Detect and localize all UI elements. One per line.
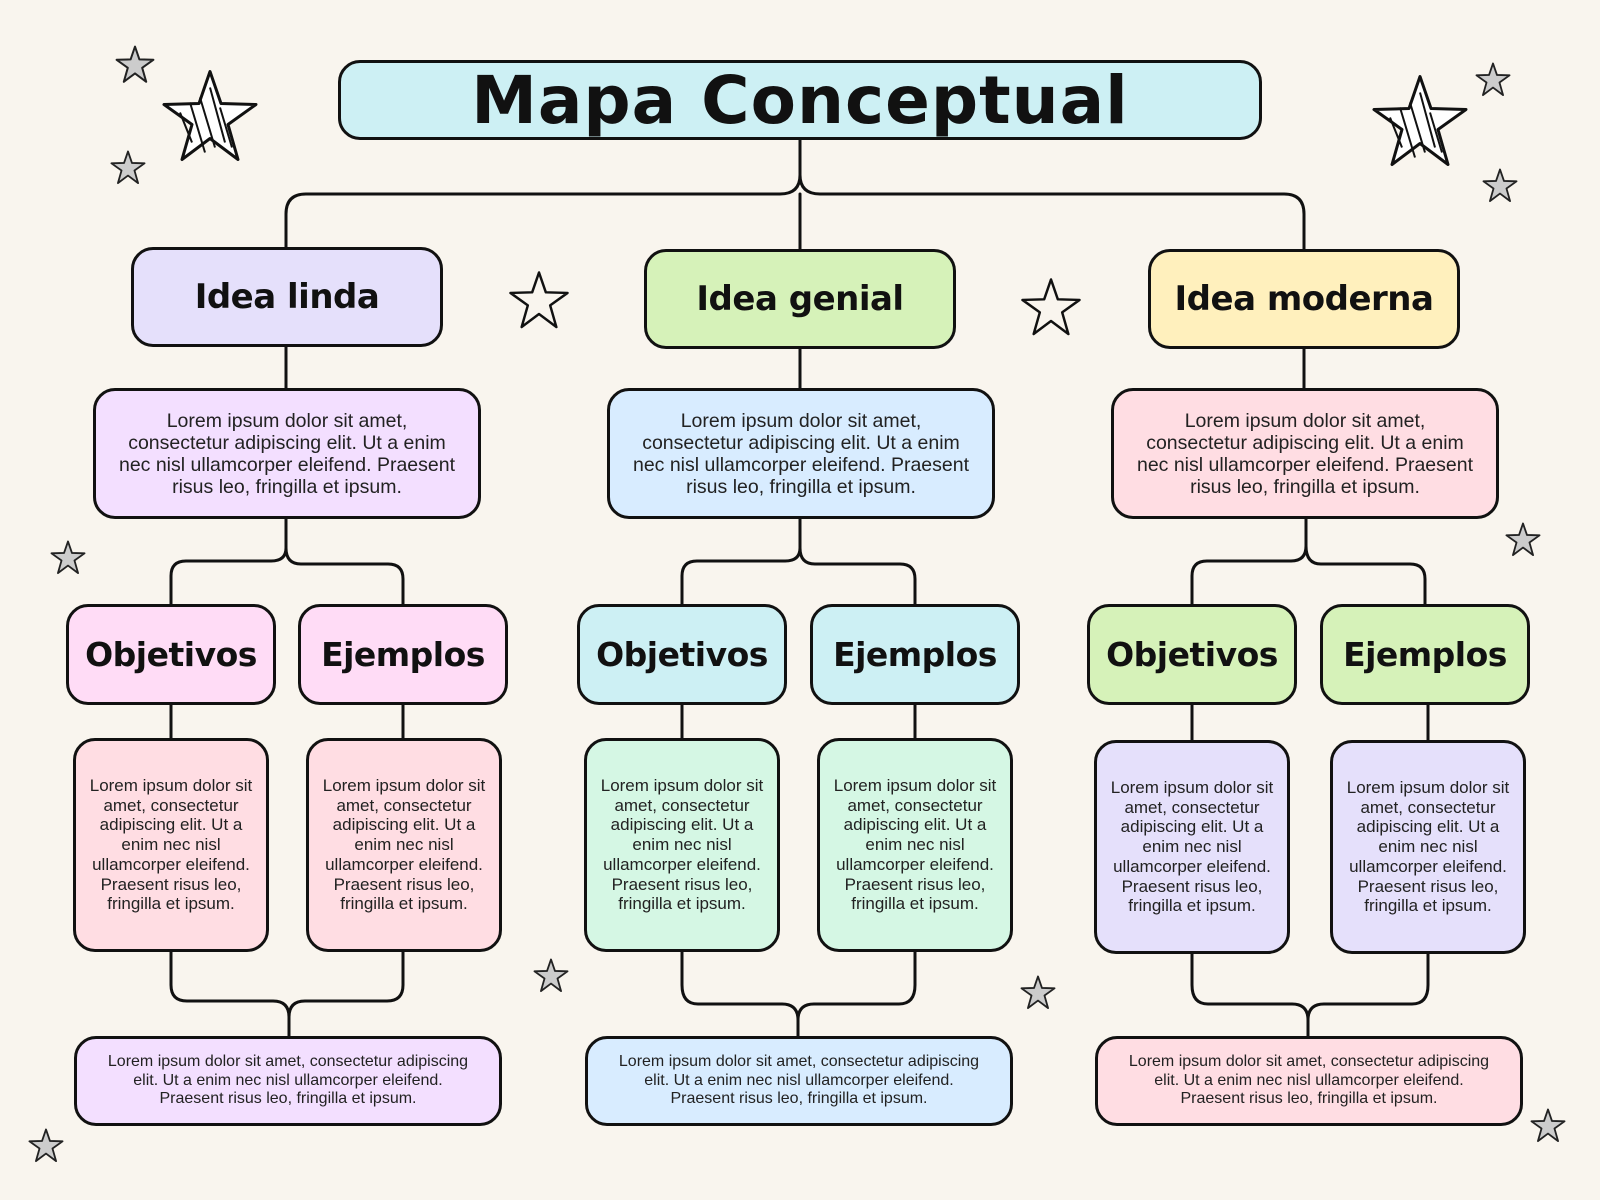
ejemplos-node[interactable]: Ejemplos [1320, 604, 1530, 705]
idea-genial-description: Lorem ipsum dolor sit amet, consectetur … [607, 388, 995, 519]
star-icon [162, 70, 258, 161]
idea-linda-description: Lorem ipsum dolor sit amet, consectetur … [93, 388, 481, 519]
star-icon [115, 45, 155, 83]
star-icon [1020, 975, 1056, 1010]
star-icon [110, 150, 146, 185]
objetivos-detail: Lorem ipsum dolor sit amet, consectetur … [73, 738, 269, 952]
page-title: Mapa Conceptual [338, 60, 1262, 140]
star-icon [533, 958, 569, 993]
star-icon [1372, 75, 1468, 166]
ejemplos-detail: Lorem ipsum dolor sit amet, consectetur … [817, 738, 1013, 952]
ejemplos-detail: Lorem ipsum dolor sit amet, consectetur … [306, 738, 502, 952]
star-icon [1021, 278, 1081, 336]
objetivos-node[interactable]: Objetivos [577, 604, 787, 705]
star-icon [50, 540, 86, 575]
objetivos-detail: Lorem ipsum dolor sit amet, consectetur … [1094, 740, 1290, 954]
star-icon [28, 1128, 64, 1163]
star-icon [509, 271, 569, 329]
objetivos-node[interactable]: Objetivos [66, 604, 276, 705]
ejemplos-detail: Lorem ipsum dolor sit amet, consectetur … [1330, 740, 1526, 954]
idea-linda-node[interactable]: Idea linda [131, 247, 443, 347]
summary-box: Lorem ipsum dolor sit amet, consectetur … [74, 1036, 502, 1126]
summary-box: Lorem ipsum dolor sit amet, consectetur … [1095, 1036, 1523, 1126]
ejemplos-node[interactable]: Ejemplos [810, 604, 1020, 705]
star-icon [1505, 522, 1541, 557]
idea-moderna-description: Lorem ipsum dolor sit amet, consectetur … [1111, 388, 1499, 519]
summary-box: Lorem ipsum dolor sit amet, consectetur … [585, 1036, 1013, 1126]
objetivos-detail: Lorem ipsum dolor sit amet, consectetur … [584, 738, 780, 952]
star-icon [1530, 1108, 1566, 1143]
idea-genial-node[interactable]: Idea genial [644, 249, 956, 349]
ejemplos-node[interactable]: Ejemplos [298, 604, 508, 705]
star-icon [1482, 168, 1518, 203]
idea-moderna-node[interactable]: Idea moderna [1148, 249, 1460, 349]
objetivos-node[interactable]: Objetivos [1087, 604, 1297, 705]
star-icon [1475, 62, 1511, 97]
